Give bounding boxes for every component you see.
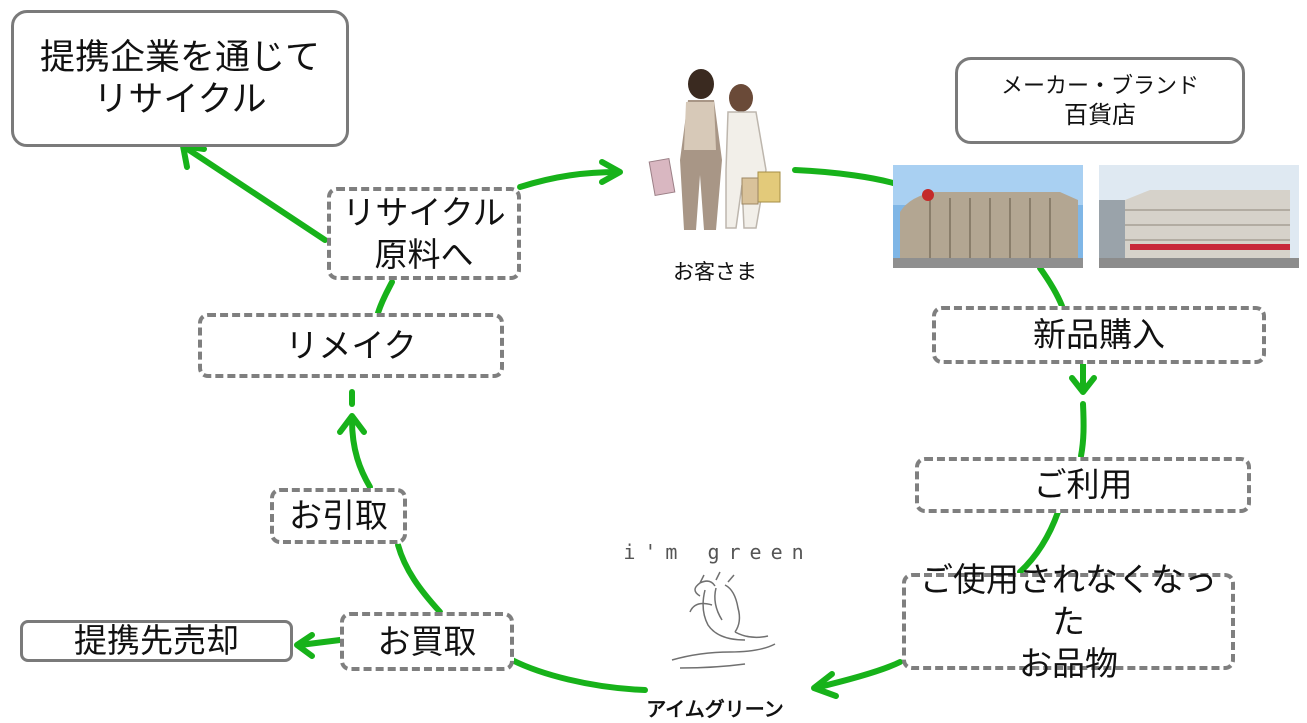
box-recycle-via-partners-line1: 提携企業を通じて [39, 37, 320, 78]
arrow-use-to-unused [1017, 509, 1061, 575]
box-remake-label: リメイク [285, 325, 417, 365]
box-partner-sale: 提携先売却 [20, 620, 293, 662]
box-recycle-material: リサイクル 原料へ [327, 187, 521, 280]
box-new-purchase: 新品購入 [932, 306, 1266, 364]
store-photo-1 [893, 165, 1083, 268]
box-recycle-material-line1: リサイクル [342, 192, 506, 232]
box-recycle-material-line2: 原料へ [374, 234, 474, 274]
box-buyback: お買取 [340, 612, 514, 671]
box-partner-sale-label: 提携先売却 [74, 621, 239, 660]
customer-couple-illustration [648, 69, 781, 230]
brand-logo-text: i'm green [623, 540, 813, 564]
box-recycle-via-partners: 提携企業を通じて リサイクル [11, 10, 349, 147]
box-unused-items: ご使用されなくなった お品物 [902, 560, 1235, 683]
arrow-company-to-buyback [509, 657, 648, 693]
hand-tree-illustration [671, 571, 776, 669]
label-customer: お客さま [673, 260, 757, 284]
arrow-material-to-partner [183, 145, 328, 243]
box-unused-items-line2: お品物 [1019, 643, 1118, 683]
arrow-use-segment [1078, 401, 1087, 459]
box-maker-brand-store: メーカー・ブランド 百貨店 [955, 57, 1245, 144]
box-recycle-via-partners-line2: リサイクル [93, 79, 267, 120]
arrow-customer-to-store [792, 167, 896, 186]
store-photo-2 [1099, 165, 1299, 268]
box-maker-brand-line1: メーカー・ブランド [1000, 73, 1199, 99]
arrow-material-to-customer [517, 169, 621, 190]
box-use: ご利用 [915, 457, 1251, 513]
box-remake: リメイク [198, 313, 504, 378]
arrow-buyback-to-sale [297, 637, 343, 648]
arrow-remake-to-material [375, 279, 395, 316]
box-pickup-label: お引取 [289, 496, 388, 535]
box-maker-brand-line2: 百貨店 [1064, 100, 1136, 129]
arrow-buyback-to-pickup [395, 542, 443, 615]
box-use-label: ご利用 [1033, 465, 1133, 504]
box-buyback-label: お買取 [377, 621, 477, 661]
label-company-name: アイムグリーン [646, 697, 784, 721]
box-unused-items-line1: ご使用されなくなった [920, 559, 1217, 641]
box-pickup: お引取 [270, 488, 407, 544]
arrow-pickup-to-remake [349, 417, 373, 490]
box-new-purchase-label: 新品購入 [1033, 315, 1165, 354]
arrow-unused-to-company [812, 659, 903, 691]
arrow-store-to-purchase [1037, 265, 1065, 309]
